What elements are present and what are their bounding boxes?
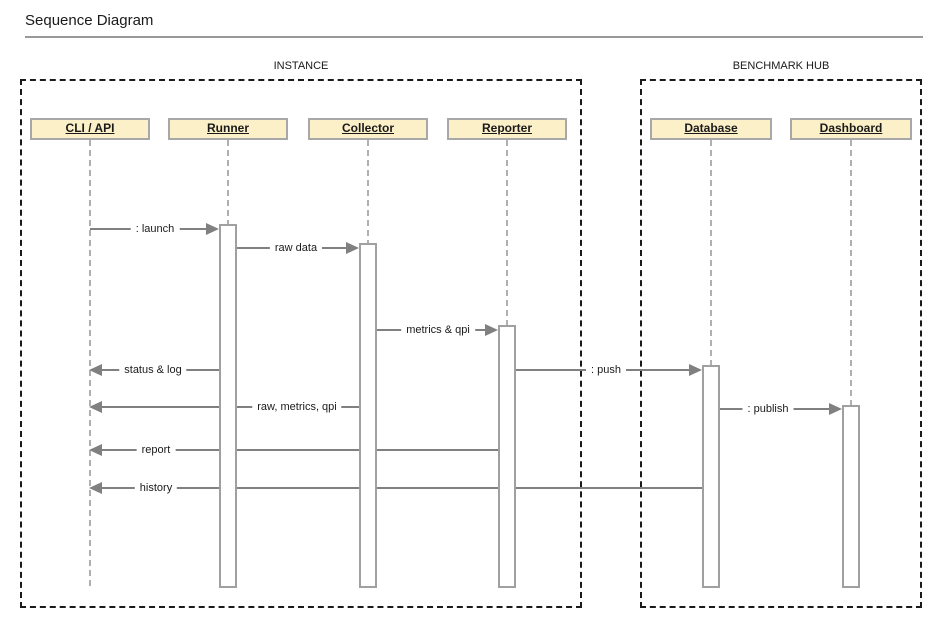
actor-runner: Runner [168,118,288,140]
message-label-history: history [134,480,178,496]
actor-collector: Collector [308,118,428,140]
message-label-raw-metrics-qpi: raw, metrics, qpi [252,399,342,415]
message-label-status-log: status & log [119,362,187,378]
message-label-push: : push [586,362,626,378]
arrowhead-right-icon [485,324,498,336]
actor-database: Database [650,118,772,140]
lifeline-dashboard [850,140,852,590]
message-label-metrics-qpi: metrics & qpi [401,322,475,338]
arrowhead-left-icon [89,364,102,376]
activation-bar-dashboard [842,405,860,588]
arrowhead-left-icon [89,444,102,456]
page-title: Sequence Diagram [25,12,154,29]
message-label-launch: : launch [130,221,180,237]
arrowhead-left-icon [89,482,102,494]
frame-benchmark-hub [640,79,922,608]
arrowhead-left-icon [89,401,102,413]
arrowhead-right-icon [829,403,842,415]
arrowhead-right-icon [346,242,359,254]
activation-bar-reporter [498,325,516,588]
message-line-report [101,449,498,451]
arrowhead-right-icon [206,223,219,235]
actor-cli-api: CLI / API [30,118,150,140]
message-label-raw-data: raw data [269,240,323,256]
message-label-publish: : publish [742,401,794,417]
frame-instance [20,79,582,608]
actor-dashboard: Dashboard [790,118,912,140]
frame-instance-label: INSTANCE [273,60,329,72]
activation-bar-database [702,365,720,588]
actor-reporter: Reporter [447,118,567,140]
title-rule [25,36,923,38]
frame-benchmark-hub-label: BENCHMARK HUB [732,60,830,72]
activation-bar-runner [219,224,237,588]
arrowhead-right-icon [689,364,702,376]
activation-bar-collector [359,243,377,588]
message-label-report: report [136,442,176,458]
message-line-history [101,487,702,489]
